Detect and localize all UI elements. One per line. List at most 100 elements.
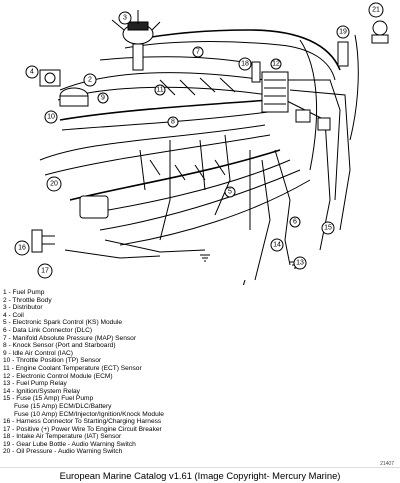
legend-item: 17 - Positive (+) Power Wire To Engine C… (3, 426, 363, 434)
callout-5: 5 (224, 186, 236, 198)
legend-item: 16 - Harness Connector To Starting/Charg… (3, 418, 363, 426)
figure-part-number: 21407 (380, 461, 394, 467)
callout-2: 2 (83, 73, 97, 87)
callout-17: 17 (37, 263, 53, 279)
svg-text:18: 18 (241, 61, 249, 68)
legend-item-number: 19 - (3, 440, 17, 448)
callout-8: 8 (167, 116, 179, 128)
legend-item-text: Distributor (12, 304, 43, 312)
fuel-pump-part (242, 279, 246, 285)
legend-item-text: Fuel Pump (12, 289, 45, 296)
callout-6: 6 (289, 216, 301, 228)
audio-horn-part (371, 20, 389, 44)
legend-item-text: Harness Connector To Starting/Charging H… (16, 418, 162, 426)
legend-item: 14 - Ignition/System Relay (3, 388, 363, 396)
image-caption: European Marine Catalog v1.61 (Image Cop… (0, 467, 400, 483)
legend-item: 9 - Idle Air Control (IAC) (3, 350, 363, 358)
svg-text:19: 19 (339, 29, 347, 36)
legend-item: 13 - Fuel Pump Relay (3, 380, 363, 388)
legend-item-number: 12 - (3, 372, 17, 380)
legend-item-text: Fuse (15 Amp) ECM/DLC/Battery (14, 402, 112, 410)
engine-wiring-diagram: 1 2 3 4 5 6 7 8 9 10 11 12 13 14 15 16 1… (14, 2, 389, 285)
legend-item-text: Electronic Spark Control (KS) Module (12, 319, 123, 327)
legend-item: 11 - Engine Coolant Temperature (ECT) Se… (3, 365, 363, 373)
legend-item-text: Electronic Control Module (ECM) (16, 372, 113, 380)
legend-item: 19 - Gear Lube Bottle - Audio Warning Sw… (3, 441, 363, 449)
legend-item-text: Fuel Pump Relay (16, 380, 67, 388)
legend-item-text: Throttle Body (12, 296, 52, 304)
oil-pressure-switch-part (79, 195, 109, 219)
legend-item-text: Throttle Position (TP) Sensor (16, 357, 102, 365)
svg-text:2: 2 (88, 77, 92, 84)
callout-12: 12 (270, 58, 282, 70)
callout-11: 11 (154, 84, 166, 96)
legend-item: 10 - Throttle Position (TP) Sensor (3, 357, 363, 365)
callout-10: 10 (44, 110, 58, 124)
svg-text:3: 3 (123, 15, 127, 22)
legend-item-text: Idle Air Control (IAC) (12, 349, 73, 357)
relays-part (295, 109, 331, 131)
svg-text:8: 8 (171, 119, 175, 126)
legend-item-text: Positive (+) Power Wire To Engine Circui… (16, 425, 162, 433)
legend-item-number: 13 - (3, 380, 17, 388)
callout-3: 3 (118, 11, 132, 25)
svg-text:20: 20 (50, 181, 58, 188)
legend-item-text: Oil Pressure - Audio Warning Switch (16, 448, 123, 456)
legend-item-text: Fuse (10 Amp) ECM/Injector/Ignition/Knoc… (14, 410, 164, 418)
callout-7: 7 (192, 46, 204, 58)
legend-item: 12 - Electronic Control Module (ECM) (3, 373, 363, 381)
svg-text:7: 7 (196, 49, 200, 56)
legend-item-number (3, 403, 14, 410)
legend-item: 15 - Fuse (15 Amp) Fuel Pump (3, 395, 363, 403)
distributor-part (111, 10, 161, 71)
callout-16: 16 (14, 240, 30, 256)
svg-text:14: 14 (273, 242, 281, 249)
svg-text:15: 15 (324, 225, 332, 232)
legend-item: Fuse (10 Amp) ECM/Injector/Ignition/Knoc… (3, 411, 363, 419)
legend-item-number: 20 - (3, 448, 17, 456)
legend-item-text: Knock Sensor (Port and Starboard) (12, 342, 116, 350)
legend-item-number: 18 - (3, 433, 17, 441)
legend-item-number: 3 - (3, 304, 13, 312)
callout-14: 14 (270, 238, 284, 252)
callout-15: 15 (321, 221, 335, 235)
svg-text:12: 12 (272, 61, 280, 68)
svg-text:11: 11 (156, 87, 163, 94)
legend-item-text: Intake Air Temperature (IAT) Sensor (16, 433, 122, 441)
callout-4: 4 (25, 65, 39, 79)
svg-text:9: 9 (101, 95, 105, 102)
legend-item: Fuse (15 Amp) ECM/DLC/Battery (3, 403, 363, 411)
legend-item: 2 - Throttle Body (3, 297, 363, 305)
callout-13: 13 (293, 256, 307, 270)
legend-item-text: Fuse (15 Amp) Fuel Pump (16, 395, 94, 403)
legend-item-number: 9 - (3, 349, 13, 357)
legend-item: 6 - Data Link Connector (DLC) (3, 327, 363, 335)
legend-item-text: Data Link Connector (DLC) (12, 326, 93, 334)
svg-text:17: 17 (41, 268, 49, 275)
legend-item-number: 14 - (3, 387, 17, 395)
ecm-module-part (261, 71, 289, 113)
callout-18: 18 (238, 57, 252, 71)
harness-wires (39, 29, 359, 281)
svg-text:13: 13 (296, 260, 304, 267)
legend-item-number: 11 - (3, 364, 16, 372)
svg-text:10: 10 (47, 114, 55, 121)
legend-item-number: 10 - (3, 357, 17, 365)
legend-item-number: 6 - (3, 326, 13, 334)
legend-item-text: Coil (12, 311, 24, 319)
legend-item-number (3, 411, 14, 418)
throttle-body-part (59, 87, 89, 107)
callout-19: 19 (336, 25, 350, 39)
legend-item-number: 5 - (3, 319, 13, 327)
callout-9: 9 (97, 92, 109, 104)
svg-text:6: 6 (293, 219, 297, 226)
legend-item-number: 4 - (3, 311, 13, 319)
spark-plug-wires (149, 77, 236, 181)
legend-item-text: Manifold Absolute Pressure (MAP) Sensor (12, 334, 137, 342)
svg-text:16: 16 (18, 245, 26, 252)
legend-item: 7 - Manifold Absolute Pressure (MAP) Sen… (3, 335, 363, 343)
legend-item: 5 - Electronic Spark Control (KS) Module (3, 319, 363, 327)
legend-item-number: 17 - (3, 425, 17, 433)
